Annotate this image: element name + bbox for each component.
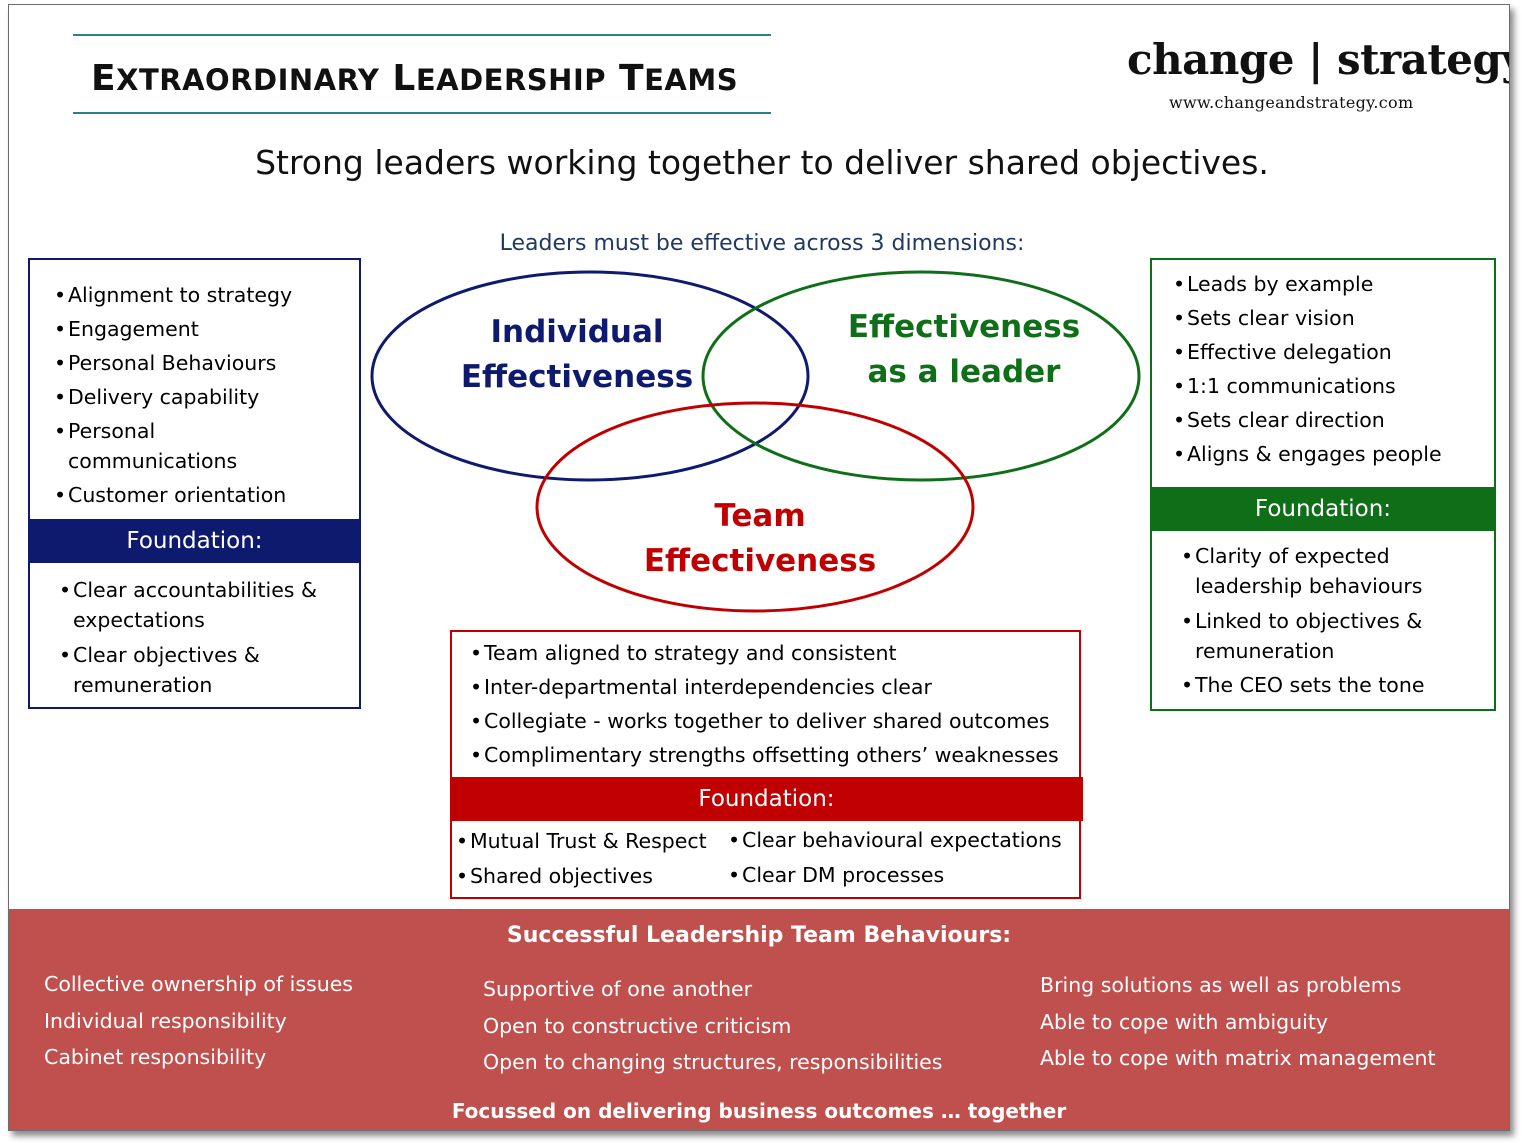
behaviour-item: Able to cope with ambiguity (1040, 1009, 1329, 1034)
brand-url: www.changeandstrategy.com (1169, 93, 1414, 112)
list-item: Sets clear direction (1171, 405, 1442, 435)
behaviour-item: Bring solutions as well as problems (1040, 973, 1402, 997)
behaviour-item: Cabinet responsibility (44, 1045, 267, 1069)
team-label-1: Team (714, 498, 805, 534)
list-item: Delivery capability (52, 382, 292, 412)
team-label-2: Effectiveness (644, 543, 876, 579)
list-item: Customer orientation (52, 480, 292, 510)
list-item: 1:1 communications (1171, 371, 1442, 401)
list-item-continued: remuneration (1195, 639, 1335, 663)
behaviours-column-3: Bring solutions as well as problems Able… (1040, 967, 1436, 1077)
individual-label-2: Effectiveness (461, 359, 693, 395)
subtitle: Strong leaders working together to deliv… (255, 143, 1269, 182)
list-item: Clear behavioural expectations (726, 825, 1062, 855)
venn-diagram: Individual Effectiveness Effectiveness a… (370, 270, 1141, 613)
foundation-bar-red: Foundation: (450, 777, 1083, 821)
list-item: The CEO sets the tone (1179, 670, 1424, 700)
list-item: Complimentary strengths offsetting other… (468, 740, 1059, 770)
dimensions-label: Leaders must be effective across 3 dimen… (499, 231, 1025, 256)
individual-effectiveness-box: Alignment to strategy Engagement Persona… (28, 258, 361, 709)
list-item-continued: leadership behaviours (1195, 574, 1423, 598)
list-item: Leads by example (1171, 269, 1442, 299)
leader-items-list: Leads by example Sets clear vision Effec… (1171, 269, 1442, 469)
list-item: Mutual Trust & Respect (454, 826, 707, 856)
individual-label-1: Individual (490, 314, 663, 350)
list-item: Engagement (52, 314, 292, 344)
foundation-bar-navy: Foundation: (28, 519, 361, 563)
behaviours-column-1: Collective ownership of issues Individua… (44, 966, 353, 1076)
behaviour-item: Individual responsibility (44, 1008, 287, 1033)
foundation-bar-green: Foundation: (1150, 487, 1496, 531)
list-item: Personal Behaviours (52, 348, 292, 378)
behaviours-header: Successful Leadership Team Behaviours: (506, 923, 1012, 948)
team-foundation-left-list: Mutual Trust & Respect Shared objectives (454, 826, 707, 891)
individual-items-list: Alignment to strategy Engagement Persona… (52, 280, 292, 510)
leader-label-2: as a leader (868, 354, 1062, 390)
list-item: Inter-departmental interdependencies cle… (468, 672, 1059, 702)
list-item-continued: expectations (73, 608, 205, 632)
list-item: Collegiate - works together to deliver s… (468, 706, 1059, 736)
title-banner: EXTRAORDINARY LEADERSHIP TEAMS (73, 34, 771, 114)
list-item: Aligns & engages people (1171, 439, 1442, 469)
individual-effectiveness-circle (370, 270, 810, 482)
infographic-frame: EXTRAORDINARY LEADERSHIP TEAMS change | … (8, 4, 1510, 1131)
team-effectiveness-box: Team aligned to strategy and consistent … (450, 630, 1083, 899)
team-foundation-right-list: Clear behavioural expectations Clear DM … (726, 825, 1062, 890)
list-item: Clear DM processes (726, 860, 1062, 890)
leader-effectiveness-box: Leads by example Sets clear vision Effec… (1150, 258, 1496, 711)
behaviours-column-2: Supportive of one another Open to constr… (483, 971, 942, 1081)
list-item-continued: remuneration (73, 673, 213, 697)
brand-logo: change | strategy (1127, 35, 1510, 84)
behaviour-item: Able to cope with matrix management (1040, 1046, 1436, 1070)
list-item: Clear objectives & (57, 640, 317, 670)
leader-label-1: Effectiveness (848, 309, 1080, 345)
list-item: Personal (52, 416, 292, 446)
behaviour-item: Supportive of one another (483, 977, 753, 1001)
list-item: Team aligned to strategy and consistent (468, 638, 1059, 668)
behaviour-item: Open to changing structures, responsibil… (483, 1050, 943, 1074)
list-item: Alignment to strategy (52, 280, 292, 310)
individual-foundation-list: Clear accountabilities & expectations Cl… (57, 575, 317, 700)
page-title: EXTRAORDINARY LEADERSHIP TEAMS (91, 58, 739, 99)
list-item: Sets clear vision (1171, 303, 1442, 333)
behaviour-item: Collective ownership of issues (44, 972, 353, 996)
leader-effectiveness-circle (701, 270, 1141, 482)
behaviours-footer: Focussed on delivering business outcomes… (451, 1099, 1067, 1123)
leader-foundation-list: Clarity of expected leadership behaviour… (1179, 541, 1424, 700)
behaviour-item: Open to constructive criticism (483, 1013, 792, 1038)
team-effectiveness-circle (535, 401, 975, 613)
list-item: Shared objectives (454, 861, 707, 891)
behaviours-band: Successful Leadership Team Behaviours: C… (9, 909, 1509, 1130)
list-item: Linked to objectives & (1179, 606, 1424, 636)
list-item: Clarity of expected (1179, 541, 1424, 571)
list-item-continued: communications (68, 449, 238, 473)
list-item: Effective delegation (1171, 337, 1442, 367)
list-item: Clear accountabilities & (57, 575, 317, 605)
team-items-list: Team aligned to strategy and consistent … (468, 638, 1059, 770)
